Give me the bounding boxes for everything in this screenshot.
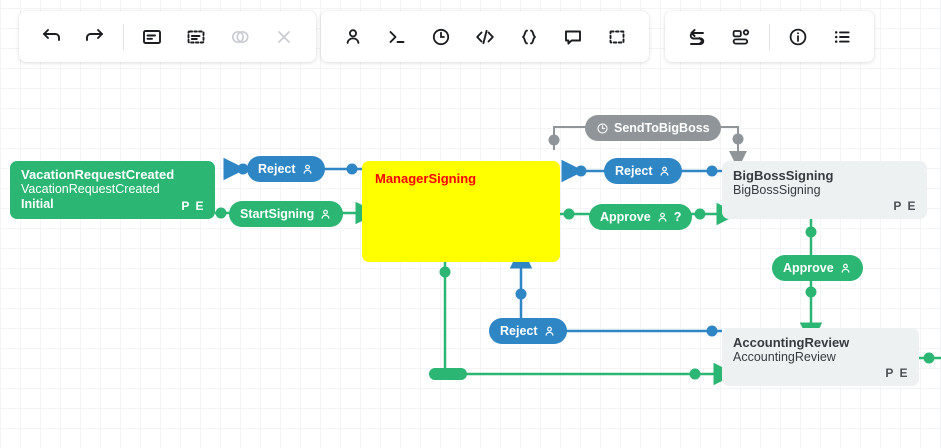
node-badges: P E [893, 199, 917, 213]
transition-label-approve-manager-to-bigboss[interactable]: Approve ? [589, 204, 693, 230]
user-icon [301, 163, 314, 176]
swap-button[interactable] [675, 15, 719, 59]
node-badges: P E [885, 366, 909, 380]
transition-label-reject-manager-to-vacation[interactable]: Reject [247, 156, 325, 182]
pill-label: Reject [615, 164, 653, 178]
redo-button[interactable] [73, 15, 117, 59]
toolbar-divider [769, 23, 770, 50]
pill-label: SendToBigBoss [614, 121, 710, 135]
layout-button[interactable] [719, 15, 763, 59]
transition-label-send-to-bigboss[interactable]: SendToBigBoss [585, 115, 721, 141]
undo-button[interactable] [29, 15, 73, 59]
redo-icon [84, 26, 106, 48]
node-subtitle: VacationRequestCreated [21, 182, 160, 196]
code-icon [474, 26, 496, 48]
close-icon [273, 26, 295, 48]
view-toolbar[interactable] [665, 11, 874, 62]
pill-label: Reject [258, 162, 296, 176]
actor-button[interactable] [331, 15, 375, 59]
user-icon [658, 165, 671, 178]
select-region-icon [185, 26, 207, 48]
list-button[interactable] [820, 15, 864, 59]
condition-marker: ? [673, 210, 682, 224]
comment-icon [562, 26, 584, 48]
node-badges: P E [181, 199, 205, 213]
code-button[interactable] [463, 15, 507, 59]
user-icon [543, 325, 556, 338]
edge-accounting-out-stub [919, 352, 941, 364]
command-button[interactable] [375, 15, 419, 59]
transition-label-start-signing[interactable]: StartSigning [229, 201, 344, 227]
select-region-button[interactable] [174, 15, 218, 59]
node-title: VacationRequestCreated [21, 167, 175, 182]
node-state-kind: Initial [21, 197, 54, 211]
close-button[interactable] [262, 15, 306, 59]
container-button[interactable] [595, 15, 639, 59]
user-icon [656, 211, 669, 224]
state-node-accounting-review[interactable]: AccountingReview AccountingReview P E [722, 328, 919, 386]
node-title: ManagerSigning [375, 171, 477, 186]
clock-icon [596, 122, 609, 135]
dashed-box-icon [606, 26, 628, 48]
timer-button[interactable] [419, 15, 463, 59]
pill-label: StartSigning [240, 207, 315, 221]
list-icon [831, 26, 853, 48]
transition-label-approve-bigboss-to-accounting[interactable]: Approve [772, 255, 863, 281]
node-subtitle: AccountingReview [733, 350, 836, 364]
edge-manager-to-accounting [429, 262, 736, 386]
state-node-vacation-request-created[interactable]: VacationRequestCreated VacationRequestCr… [10, 161, 215, 219]
merge-button[interactable] [218, 15, 262, 59]
comment-button[interactable] [551, 15, 595, 59]
user-icon [342, 26, 364, 48]
braces-icon [518, 26, 540, 48]
pill-label: Approve [783, 261, 834, 275]
state-node-bigboss-signing[interactable]: BigBossSigning BigBossSigning P E [722, 161, 927, 219]
transition-label-reject-accounting-to-manager[interactable]: Reject [489, 318, 567, 344]
note-icon [141, 26, 163, 48]
note-button[interactable] [130, 15, 174, 59]
node-subtitle: BigBossSigning [733, 183, 821, 197]
clock-icon [430, 26, 452, 48]
expression-button[interactable] [507, 15, 551, 59]
merge-circles-icon [229, 26, 251, 48]
layout-settings-icon [730, 26, 752, 48]
info-icon [787, 26, 809, 48]
state-node-manager-signing[interactable]: ManagerSigning [362, 161, 560, 262]
transition-label-reject-bigboss-to-manager[interactable]: Reject [604, 158, 682, 184]
history-toolbar[interactable] [19, 11, 316, 62]
pill-label: Approve [600, 210, 651, 224]
toolbar-divider [123, 23, 124, 50]
info-button[interactable] [776, 15, 820, 59]
user-icon [319, 208, 332, 221]
insert-toolbar[interactable] [321, 11, 649, 62]
swap-arrows-icon [686, 26, 708, 48]
node-title: AccountingReview [733, 335, 850, 350]
node-title: BigBossSigning [733, 168, 834, 183]
merge-bar [429, 368, 467, 380]
terminal-icon [386, 26, 408, 48]
undo-icon [40, 26, 62, 48]
pill-label: Reject [500, 324, 538, 338]
user-icon [839, 262, 852, 275]
